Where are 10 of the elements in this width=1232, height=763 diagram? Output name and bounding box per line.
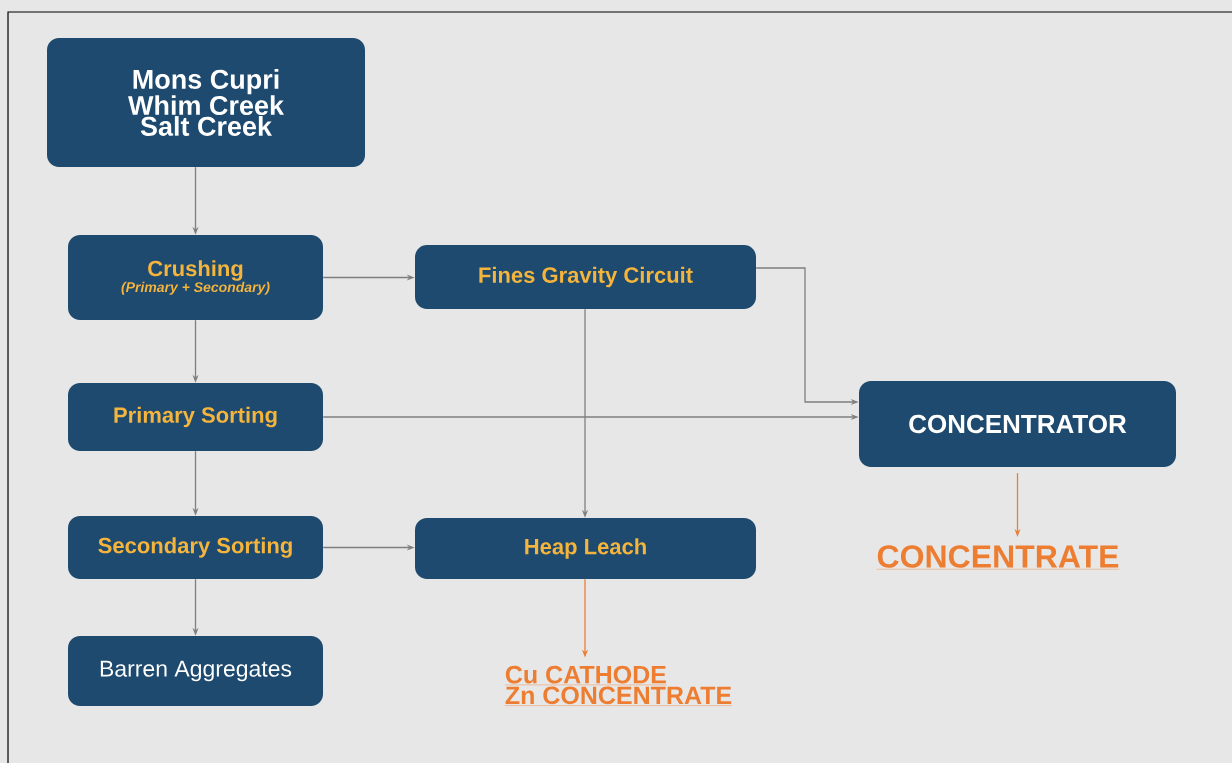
product-label: CONCENTRATE	[876, 545, 1120, 570]
process-box: CONCENTRATOR	[859, 381, 1176, 467]
process-box: Barren Aggregates	[68, 636, 323, 706]
process-box: Primary Sorting	[68, 383, 323, 451]
process-box: Heap Leach	[415, 518, 756, 579]
process-box: Secondary Sorting	[68, 516, 323, 579]
process-box: Fines Gravity Circuit	[415, 245, 756, 309]
source-box: Mons Cupri Whim Creek Salt Creek	[47, 38, 365, 167]
process-box: Crushing (Primary + Secondary)	[68, 235, 323, 320]
product-label: Cu CATHODE Zn CONCENTRATE	[504, 665, 733, 706]
